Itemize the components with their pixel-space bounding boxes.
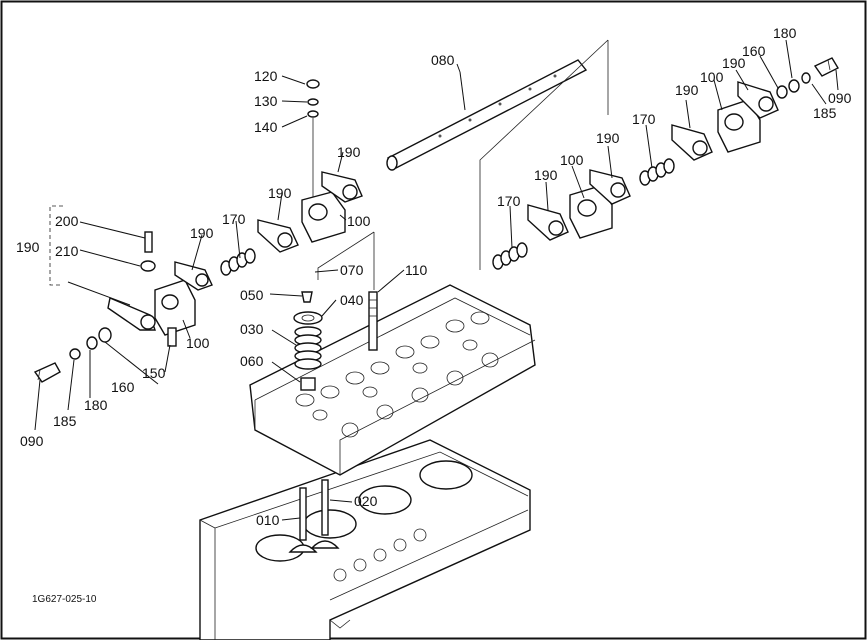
callout-190-right-4: 190 [722,55,746,71]
rocker-bracket-100-right-1 [569,185,613,239]
callout-100-center: 100 [347,213,371,229]
spring-170-left [220,248,256,276]
callout-180-left: 180 [84,397,108,413]
callout-160-right: 160 [742,43,766,59]
callout-100-left: 100 [186,335,210,351]
washer-160-right [776,85,788,99]
rocker-arm-190-left-3 [257,219,299,253]
callout-labels: 080 120 130 140 190 190 190 190 190 190 … [16,25,852,528]
spring-retainer-040 [293,311,323,325]
callout-140: 140 [254,119,278,135]
valve-spring-030 [294,326,322,370]
callout-170-right-1: 170 [497,193,521,209]
callout-020: 020 [354,493,378,509]
pin-150 [167,327,177,347]
nut-120 [306,79,320,89]
callout-190-left-3: 190 [268,185,292,201]
callout-110: 110 [405,262,428,278]
callout-170-right-2: 170 [632,111,656,127]
alignment-guide-lines [317,231,375,290]
washer-140 [307,110,319,118]
washer-180-left [86,336,98,350]
stud-bolt-110 [368,291,378,351]
cylinder-head [249,284,536,476]
callout-100-right-1: 100 [560,152,584,168]
leader-lines [34,39,839,521]
cylinder-block [199,439,531,640]
callout-185-right: 185 [813,105,837,121]
callout-120: 120 [254,68,278,84]
rocker-arm-190-right-4 [737,81,779,119]
callout-070: 070 [340,262,364,278]
callout-160-left: 160 [111,379,135,395]
callout-030: 030 [240,321,264,337]
callout-190-right-3: 190 [675,82,699,98]
callout-090-right: 090 [828,90,852,106]
callout-060: 060 [240,353,264,369]
rocker-arm-190-right-2 [589,169,631,205]
valve-010 [288,487,318,553]
callout-185-left: 185 [53,413,77,429]
rocker-arm-shaft-080 [386,59,588,171]
rocker-bracket-100-center [301,191,346,243]
adjust-screw-200 [144,231,153,253]
rocker-arm-190-left-1 [107,297,156,331]
callout-190-left-2: 190 [190,225,214,241]
rocker-bracket-100-left [154,279,196,336]
callout-150: 150 [142,365,166,381]
callout-200: 200 [55,213,79,229]
bolt-090-left [33,362,61,383]
washer-185-right [801,72,811,84]
callout-170-left: 170 [222,211,246,227]
rocker-arm-190-right-1 [527,204,569,241]
washer-185-left [69,348,81,360]
callout-180-right: 180 [773,25,797,41]
callout-190-center: 190 [337,144,361,160]
spring-170-right-2 [639,158,675,186]
bolt-090-right [813,57,839,77]
callout-100-right-2: 100 [700,69,724,85]
rocker-arm-190-right-3 [671,124,713,161]
callout-040: 040 [340,292,364,308]
valve-cotter-050 [301,291,313,303]
rocker-arm-190-left-2 [174,261,213,291]
callout-080: 080 [431,52,455,68]
callout-090-left: 090 [20,433,44,449]
callout-050: 050 [240,287,264,303]
spring-170-right-1 [492,242,528,270]
valve-020 [310,479,340,549]
callout-190-right-2: 190 [596,130,620,146]
rocker-arm-190-center [321,171,363,203]
grouping-bracket-right [479,39,609,270]
callout-010: 010 [256,512,280,528]
callout-210: 210 [55,243,79,259]
callout-190-group: 190 [16,239,40,255]
washer-130 [307,98,319,106]
rocker-bracket-100-right-2 [717,99,761,153]
callout-190-right-1: 190 [534,167,558,183]
washer-180-right [788,79,800,93]
valve-stem-seal-060 [300,377,316,391]
drawing-reference-code: 1G627-025-10 [32,594,97,605]
callout-130: 130 [254,93,278,109]
grouping-bracket-left [49,205,63,286]
washer-160-left [98,327,112,343]
lock-nut-210 [140,260,156,272]
